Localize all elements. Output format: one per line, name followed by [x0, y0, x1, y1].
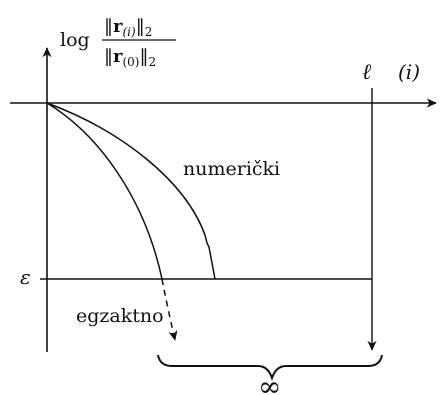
ell-label: ℓ	[362, 60, 372, 85]
denominator-subscript-2: 2	[148, 55, 156, 69]
y-axis-label-log: log	[60, 29, 90, 51]
numerator-norm-right: ‖	[136, 16, 145, 37]
numerator-subscript-2: 2	[145, 25, 153, 39]
x-axis-label: (i)	[398, 60, 420, 84]
exact-curve-dashed-arrow	[161, 278, 178, 341]
exact-curve	[46, 102, 163, 280]
epsilon-label: ε	[20, 265, 31, 289]
numeric-curve	[46, 102, 216, 280]
denominator-norm-left: ‖	[104, 46, 113, 67]
denominator-r: r	[113, 46, 123, 67]
infinity-brace	[157, 354, 383, 382]
numerator-r: r	[113, 16, 123, 37]
denominator-subscript: (0)	[122, 55, 139, 69]
infinity-label: ∞	[258, 370, 281, 395]
y-axis-label-denominator: ‖r(0)‖2	[104, 46, 156, 69]
y-axis-label-numerator: ‖r(i)‖2	[104, 16, 152, 39]
numerator-norm-left: ‖	[104, 16, 113, 37]
numeric-curve-label: numerički	[183, 158, 280, 180]
denominator-norm-right: ‖	[139, 46, 148, 67]
numerator-subscript: (i)	[122, 25, 136, 39]
exact-curve-label: egzaktno	[76, 305, 164, 327]
